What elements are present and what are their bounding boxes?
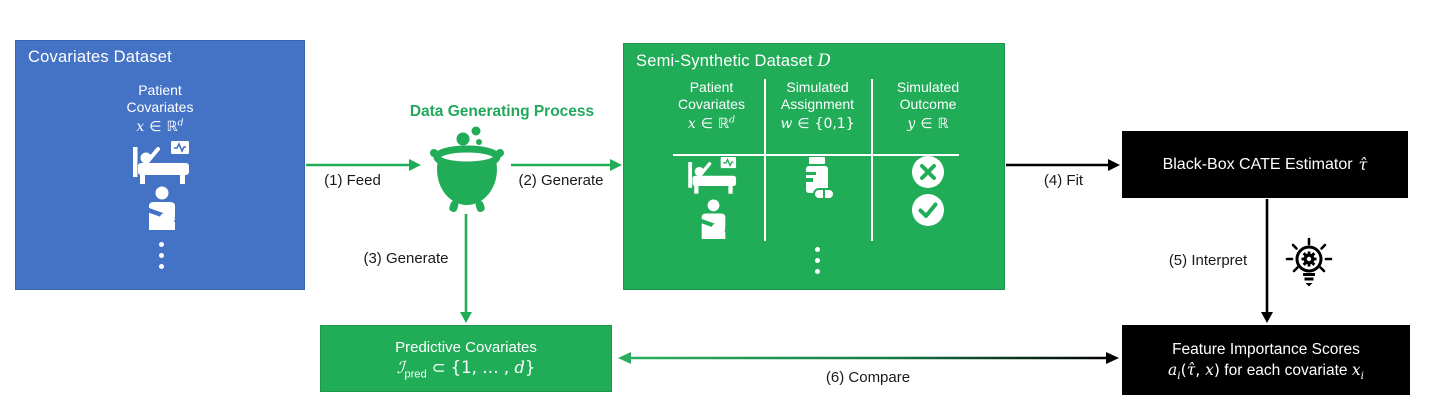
arrow-interpret-label: (5) Interpret (1168, 252, 1248, 269)
gear-icon (1301, 251, 1317, 267)
vertical-ellipsis-icon (159, 242, 164, 269)
arrow-compare (618, 352, 1119, 364)
col3-math: y∈ℝ (907, 116, 949, 132)
arrow-fit (1006, 159, 1120, 171)
person-sling-icon (147, 186, 177, 230)
covariates-math: x∈ℝd (136, 117, 184, 135)
predictive-covariates-content: Predictive Covariates ℐpred⊂{1, … , d} (321, 326, 611, 391)
person-sling-icon (700, 199, 727, 239)
covariates-header-line2: Covariates (126, 99, 194, 115)
covariates-header-line1: Patient (138, 82, 182, 98)
patient-bed-icon (688, 157, 737, 194)
col2-line1: Simulated (786, 79, 849, 95)
tau-hat-symbol: τ̂ (1358, 155, 1368, 174)
arrow-interpret (1261, 199, 1273, 323)
col3-line2: Outcome (899, 96, 957, 112)
arrow-compare-label: (6) Compare (825, 369, 911, 386)
arrow-feed-label: (1) Feed (324, 172, 381, 189)
script-D-symbol: D (817, 51, 832, 70)
covariates-dataset-box: Covariates Dataset Patient Covariates x∈… (15, 40, 305, 290)
arrow-generate-covariates-label: (3) Generate (363, 250, 449, 267)
predictive-covariates-formula: ℐpred⊂{1, … , d} (396, 358, 536, 381)
cauldron-icon (430, 126, 504, 213)
semi-synthetic-title: Semi-Synthetic Dataset D (636, 51, 832, 70)
feature-importance-content: Feature Importance Scores ai(τ̂, x) for … (1122, 325, 1410, 395)
arrow-generate-covariates (460, 214, 472, 323)
col3-line1: Simulated (896, 79, 960, 95)
patient-bed-icon (133, 141, 189, 184)
header-divider (673, 154, 959, 156)
check-circle-icon (912, 194, 944, 226)
arrow-feed (306, 159, 421, 171)
covariates-header: Patient Covariates x∈ℝd (16, 82, 304, 135)
feature-importance-box: Feature Importance Scores ai(τ̂, x) for … (1122, 325, 1410, 395)
semi-synthetic-dataset-box: Semi-Synthetic Dataset D Patient Covaria… (623, 43, 1005, 290)
col1-line1: Patient (689, 79, 734, 95)
col1-math: x∈ℝd (687, 114, 736, 132)
predictive-covariates-box: Predictive Covariates ℐpred⊂{1, … , d} (320, 325, 612, 392)
dgp-label: Data Generating Process (409, 103, 595, 120)
column-divider-2 (871, 79, 873, 241)
column-divider-1 (764, 79, 766, 241)
column-simulated-assignment: Simulated Assignment w∈{0,1} (766, 79, 869, 244)
covariates-dataset-title: Covariates Dataset (28, 48, 172, 66)
arrow-generate-dataset-label: (2) Generate (518, 172, 604, 189)
col2-math: w∈{0,1} (780, 116, 855, 132)
col2-line2: Assignment (780, 96, 855, 112)
predictive-covariates-title: Predictive Covariates (395, 339, 537, 356)
col1-line2: Covariates (678, 96, 745, 112)
arrow-fit-label: (4) Fit (1043, 172, 1084, 189)
arrow-generate-dataset (511, 159, 622, 171)
feature-importance-formula: ai(τ̂, x) for each covariate xi (1168, 360, 1364, 382)
feature-importance-title: Feature Importance Scores (1172, 340, 1360, 358)
pill-bottle-icon (806, 157, 835, 200)
lightbulb-gear-icon (1285, 237, 1333, 287)
column-patient-covariates: Patient Covariates x∈ℝd (644, 79, 779, 244)
x-circle-icon (912, 156, 944, 188)
vertical-ellipsis-icon (815, 247, 820, 274)
script-I-symbol: ℐ (396, 358, 405, 377)
column-simulated-outcome: Simulated Outcome y∈ℝ (873, 79, 983, 244)
